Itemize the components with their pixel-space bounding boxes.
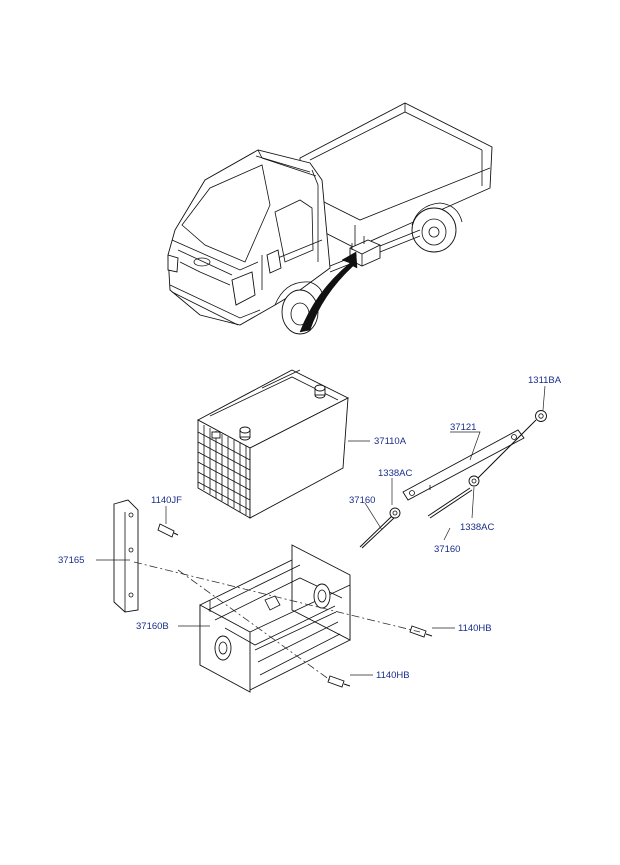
part-labels: 1311BA 37121 37110A 1338AC 37160 1338AC … <box>58 375 562 681</box>
battery-drawing <box>197 369 349 519</box>
label-1311BA: 1311BA <box>528 375 562 386</box>
label-37160B: 37160B <box>136 621 169 632</box>
label-37121: 37121 <box>450 422 476 433</box>
label-1140JF: 1140JF <box>151 495 182 506</box>
assembly-centerlines <box>133 561 421 681</box>
label-37160-right: 37160 <box>434 544 460 555</box>
label-1338AC-left: 1338AC <box>378 468 412 479</box>
hold-down-bracket-drawing <box>359 410 547 549</box>
label-37165: 37165 <box>58 555 84 566</box>
label-1140HB-right: 1140HB <box>458 623 492 634</box>
battery-tray-drawing <box>199 544 433 693</box>
label-1140HB-bottom: 1140HB <box>376 670 410 681</box>
label-37110A: 37110A <box>374 436 407 447</box>
label-1338AC-right: 1338AC <box>460 522 494 533</box>
truck-illustration <box>167 102 493 335</box>
label-37160-left: 37160 <box>349 495 375 506</box>
side-bracket-drawing <box>113 499 179 613</box>
leader-lines <box>96 385 546 676</box>
